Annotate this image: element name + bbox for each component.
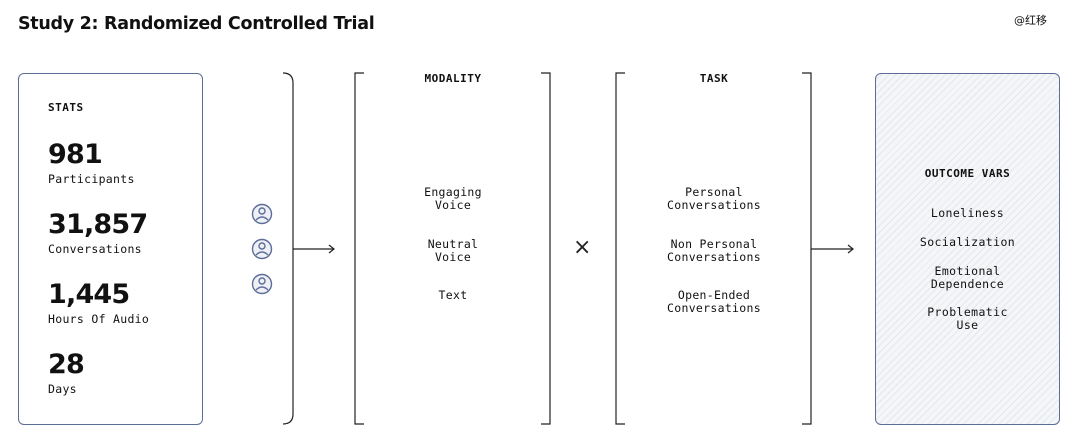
task-right-bracket [802, 72, 812, 425]
modality-left-bracket [354, 72, 364, 425]
multiply-operator: × [573, 235, 592, 260]
stat-label: Conversations [48, 242, 142, 256]
person-icon [251, 203, 273, 225]
stat-value: 981 [48, 139, 103, 170]
stats-panel [18, 73, 203, 425]
stat-value: 1,445 [48, 279, 130, 310]
task-left-bracket [615, 72, 625, 425]
stat-label: Days [48, 382, 77, 396]
stat-value: 31,857 [48, 209, 148, 240]
stat-value: 28 [48, 349, 85, 380]
outcome-heading: OUTCOME VARS [924, 167, 1011, 180]
person-icon [251, 238, 273, 260]
outcome-panel [875, 73, 1060, 425]
brand-logo: @红移 [1014, 14, 1047, 27]
group-bracket [282, 72, 294, 425]
modality-item: Text [438, 288, 468, 302]
person-icon [251, 273, 273, 295]
stat-label: Hours Of Audio [48, 312, 150, 326]
outcome-item: Socialization [919, 235, 1016, 249]
stat-label: Participants [48, 172, 135, 186]
modality-heading: MODALITY [424, 72, 482, 85]
page-title: Study 2: Randomized Controlled Trial [18, 14, 375, 34]
outcome-item: Loneliness [930, 206, 1005, 220]
modality-right-bracket [541, 72, 551, 425]
arrowhead [847, 244, 854, 254]
arrowhead [328, 244, 335, 254]
stats-heading: STATS [48, 101, 84, 114]
task-heading: TASK [699, 72, 729, 85]
